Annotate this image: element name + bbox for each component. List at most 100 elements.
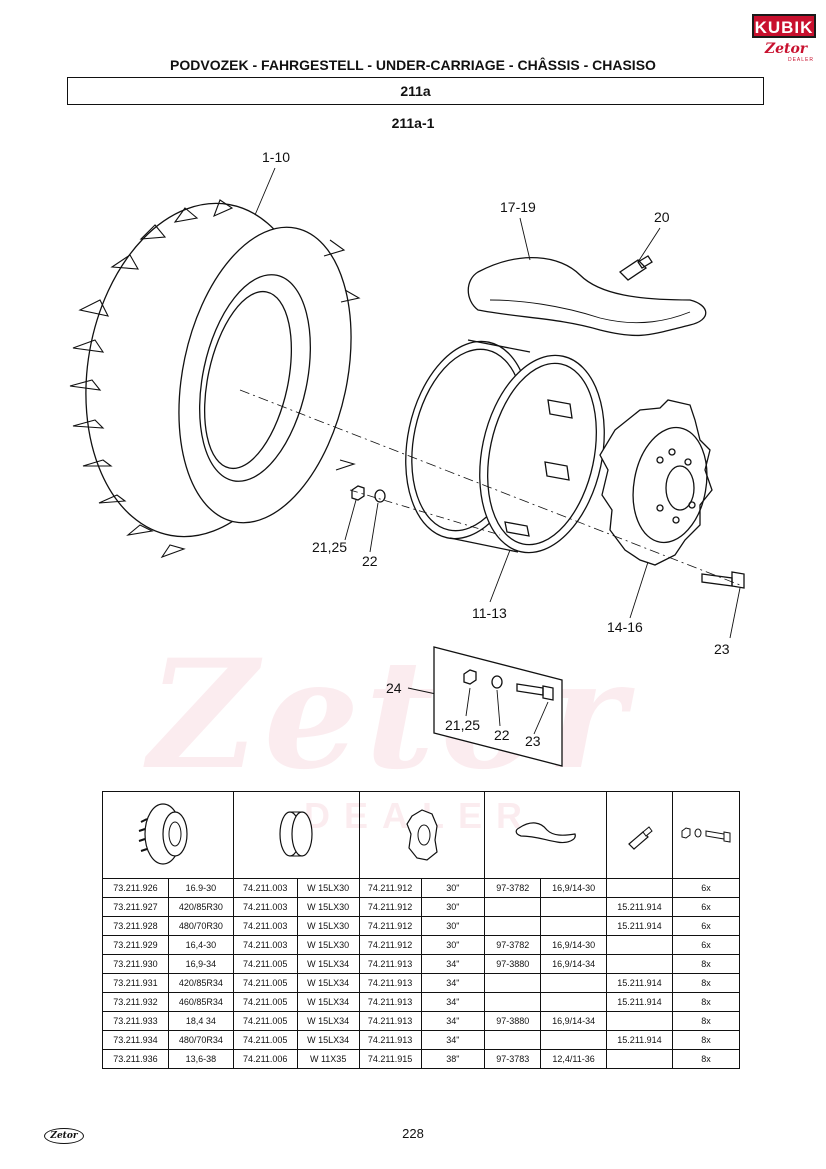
table-cell: 73.211.932 [102, 992, 169, 1012]
table-cell [484, 1030, 542, 1050]
table-cell: 74.211.913 [358, 954, 422, 974]
callout-nut: 21,25 [312, 539, 347, 555]
table-cell: 8x [671, 1011, 741, 1031]
callout-disc: 14-16 [607, 619, 643, 635]
kubik-logo-text: KUBIK [752, 14, 816, 38]
table-cell: 74.211.913 [358, 1011, 422, 1031]
table-cell: 74.211.003 [232, 935, 298, 955]
tire-icon [138, 803, 188, 865]
callout-washer: 22 [362, 553, 378, 569]
table-cell: 30" [420, 916, 486, 936]
table-cell [484, 897, 542, 917]
table-cell: 6x [671, 878, 741, 898]
table-cell: W 15LX34 [296, 954, 360, 974]
table-cell: 420/85R30 [167, 897, 234, 917]
table-cell: 74.211.005 [232, 1030, 298, 1050]
table-cell: 16,9-34 [167, 954, 234, 974]
page-number: 228 [402, 1126, 424, 1141]
table-cell: 73.211.927 [102, 897, 169, 917]
table-cell: 74.211.912 [358, 897, 422, 917]
kit-box-illustration [433, 646, 563, 767]
table-cell [606, 1011, 673, 1031]
table-cell: 15.211.914 [606, 897, 673, 917]
section-number: 211a [67, 77, 764, 105]
table-cell: 6x [671, 897, 741, 917]
table-cell [606, 878, 673, 898]
kubik-zetor-logo: KUBIK Zetor DEALER [752, 14, 816, 70]
table-cell: 6x [671, 935, 741, 955]
rim-icon [279, 811, 313, 857]
table-cell: 16,9/14-34 [540, 954, 608, 974]
figure-label: 211a-1 [391, 115, 435, 131]
table-cell [540, 897, 608, 917]
table-cell: 15.211.914 [606, 916, 673, 936]
tire-illustration [69, 199, 361, 559]
table-cell: 8x [671, 992, 741, 1012]
table-cell: 420/85R34 [167, 973, 234, 993]
table-cell: 74.211.912 [358, 878, 422, 898]
valve-icon-cell [606, 791, 673, 879]
table-cell: 74.211.915 [358, 1049, 422, 1069]
table-cell: W 15LX30 [296, 878, 360, 898]
table-cell: W 15LX30 [296, 935, 360, 955]
table-cell: W 15LX30 [296, 916, 360, 936]
table-cell: 97-3880 [484, 1011, 542, 1031]
table-cell: 16.9-30 [167, 878, 234, 898]
page-title: PODVOZEK - FAHRGESTELL - UNDER-CARRIAGE … [170, 57, 656, 73]
table-cell: 30" [420, 897, 486, 917]
wheel-disc-illustration [599, 399, 713, 566]
exploded-wheel-drawing: 1-10 17-19 20 21,25 22 11-13 14-16 23 24… [69, 149, 745, 767]
bolt-set-icon [681, 827, 731, 843]
table-cell: 15.211.914 [606, 1030, 673, 1050]
table-cell: 73.211.934 [102, 1030, 169, 1050]
table-cell: 16,9/14-34 [540, 1011, 608, 1031]
table-cell: 74.211.913 [358, 973, 422, 993]
callout-bolt: 23 [714, 641, 730, 657]
inner-tube-icon-cell [484, 791, 608, 879]
table-cell: 34" [420, 954, 486, 974]
table-cell: W 15LX34 [296, 1030, 360, 1050]
table-cell: 74.211.005 [232, 954, 298, 974]
table-cell: 73.211.930 [102, 954, 169, 974]
table-cell [540, 992, 608, 1012]
callout-rim: 11-13 [472, 605, 507, 621]
table-cell: 8x [671, 954, 741, 974]
callout-kit-bolt: 23 [525, 733, 541, 749]
table-cell: 12,4/11-36 [540, 1049, 608, 1069]
icon-row [102, 791, 741, 879]
dealer-logo-text: DEALER [787, 57, 814, 63]
table-cell [606, 954, 673, 974]
bolt-illustration [701, 571, 745, 589]
table-cell: 16,9/14-30 [540, 878, 608, 898]
table-cell: 73.211.929 [102, 935, 169, 955]
table-cell: 15.211.914 [606, 992, 673, 1012]
table-cell: 460/85R34 [167, 992, 234, 1012]
valve-icon [628, 826, 654, 850]
table-cell: 73.211.928 [102, 916, 169, 936]
rim-illustration [405, 339, 605, 554]
table-cell: 97-3783 [484, 1049, 542, 1069]
table-cell: 74.211.005 [232, 973, 298, 993]
footer-zetor-logo: Zetor [44, 1128, 84, 1144]
table-cell: 74.211.912 [358, 935, 422, 955]
table-cell [540, 973, 608, 993]
table-cell: 73.211.926 [102, 878, 169, 898]
table-cell: 13,6-38 [167, 1049, 234, 1069]
table-cell: 34" [420, 1030, 486, 1050]
zetor-logo-text: Zetor [764, 41, 808, 57]
table-cell: 16,4-30 [167, 935, 234, 955]
table-cell [484, 916, 542, 936]
callout-valve: 20 [654, 209, 670, 225]
callout-kit: 24 [386, 680, 402, 696]
inner-tube-icon [515, 822, 576, 844]
callout-tube: 17-19 [500, 199, 536, 215]
callout-kit-nut: 21,25 [445, 717, 480, 733]
nut-washer-illustration [351, 485, 386, 503]
